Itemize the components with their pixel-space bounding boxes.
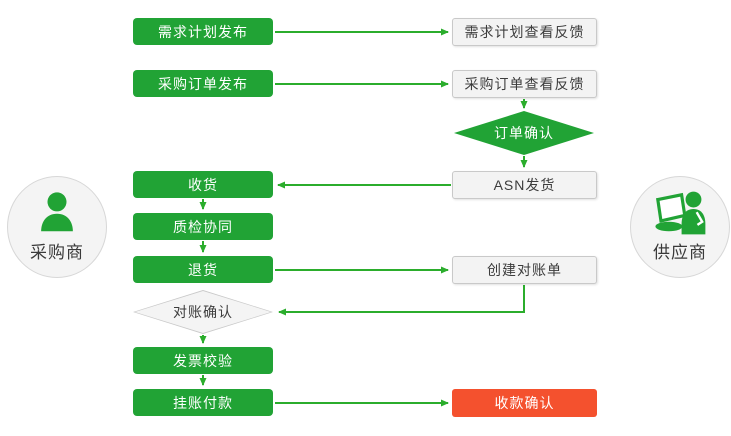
node-demand-plan-publish: 需求计划发布 [133,18,273,45]
node-demand-plan-feedback: 需求计划查看反馈 [452,18,597,46]
node-book-payment: 挂账付款 [133,389,273,416]
node-invoice-check: 发票校验 [133,347,273,374]
decision-order-confirm: 订单确认 [454,111,594,155]
node-returns: 退货 [133,256,273,283]
node-quality-collab: 质检协同 [133,213,273,240]
node-po-feedback: 采购订单查看反馈 [452,70,597,98]
node-create-statement: 创建对账单 [452,256,597,284]
actor-buyer: 采购商 [7,176,107,278]
actor-buyer-label: 采购商 [30,243,84,262]
node-receiving: 收货 [133,171,273,198]
person-icon [41,192,73,232]
person-laptop-icon [655,191,706,235]
decision-statement-confirm: 对账确认 [133,290,273,334]
actor-supplier: 供应商 [630,176,730,278]
decision-statement-confirm-label: 对账确认 [173,304,233,320]
arrow-statement-to-confirm [278,285,525,316]
actor-supplier-label: 供应商 [653,243,707,262]
node-asn-ship: ASN发货 [452,171,597,199]
node-receipt-confirm: 收款确认 [452,389,597,417]
node-po-publish: 采购订单发布 [133,70,273,97]
